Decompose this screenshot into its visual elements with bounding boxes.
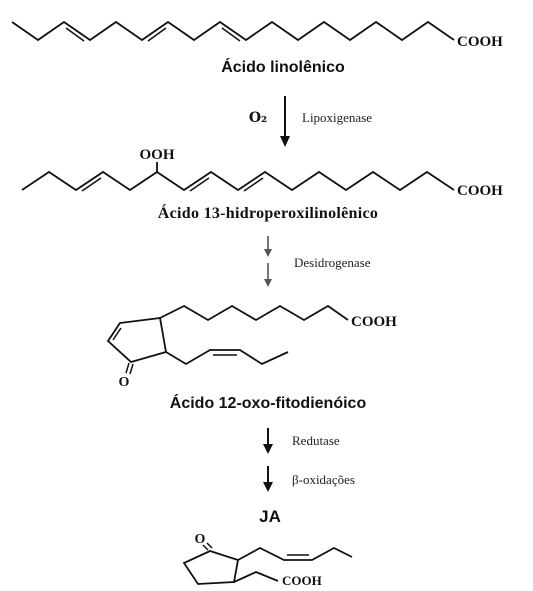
ja-ketone-oxygen: O: [195, 532, 206, 547]
step-4-enzyme: β-oxidações: [292, 472, 355, 487]
step-dehydrogenase: Desidrogenase: [264, 236, 371, 287]
ja-label: JA: [259, 507, 281, 526]
ja-ketone-bond-a: [202, 544, 209, 551]
hpot-label: Ácido 13-hidroperoxilinolênico: [158, 203, 378, 222]
step-1-arrow-head: [280, 136, 290, 147]
step-2-arrow-a-head: [264, 249, 272, 257]
hpot-double-bond-3: [243, 177, 264, 192]
opda-ring-double-bond: [112, 327, 122, 341]
ja-pentenyl-chain: [237, 546, 353, 561]
opda-cyclopentenone-ring: [106, 317, 168, 364]
hpot-double-bond-1: [81, 177, 102, 192]
hydroperoxy-linolenic-structure: OOH COOH: [21, 147, 503, 199]
hpot-ooh-group: OOH: [139, 147, 174, 163]
ja-cooh-group: COOH: [282, 573, 322, 588]
step-3-enzyme: Redutase: [292, 433, 340, 448]
opda-label: Ácido 12-oxo-fitodienóico: [170, 393, 367, 412]
linolenic-carbon-chain: [11, 20, 455, 42]
linolenic-double-bond-2: [147, 27, 167, 42]
step-2-enzyme: Desidrogenase: [294, 255, 371, 270]
opda-structure: O COOH: [106, 304, 397, 390]
opda-pentenyl-chain: [165, 349, 289, 366]
hpot-cooh-group: COOH: [457, 183, 503, 199]
opda-ketone-bond-b: [129, 363, 134, 375]
step-beta-oxidation: β-oxidações: [263, 466, 355, 492]
opda-cooh-group: COOH: [351, 314, 397, 330]
ja-acetic-chain: [233, 571, 279, 583]
opda-ketone-bond-a: [125, 362, 130, 374]
step-4-arrow-head: [263, 482, 273, 492]
step-1-enzyme: Lipoxigenase: [302, 110, 372, 125]
step-2-arrow-b-head: [264, 279, 272, 287]
linolenic-double-bond-3: [221, 27, 241, 42]
linolenic-acid-label: Ácido linolênico: [221, 57, 345, 76]
step-1-reagent: O₂: [249, 110, 267, 126]
ja-ketone-bond-b: [206, 542, 213, 549]
linolenic-cooh-group: COOH: [457, 34, 503, 50]
opda-ketone-oxygen: O: [119, 375, 130, 390]
hpot-double-bond-2: [189, 177, 210, 192]
opda-carboxyl-chain: [159, 304, 349, 322]
ja-structure: O COOH: [182, 532, 353, 588]
ja-cyclopentanone-ring: [182, 550, 240, 585]
linolenic-acid-structure: COOH: [11, 20, 503, 50]
hpot-carbon-chain: [21, 170, 455, 192]
linolenic-double-bond-1: [65, 27, 85, 42]
step-reductase: Redutase: [263, 428, 340, 454]
step-3-arrow-head: [263, 444, 273, 454]
step-lipoxygenase: O₂ Lipoxigenase: [249, 96, 372, 147]
